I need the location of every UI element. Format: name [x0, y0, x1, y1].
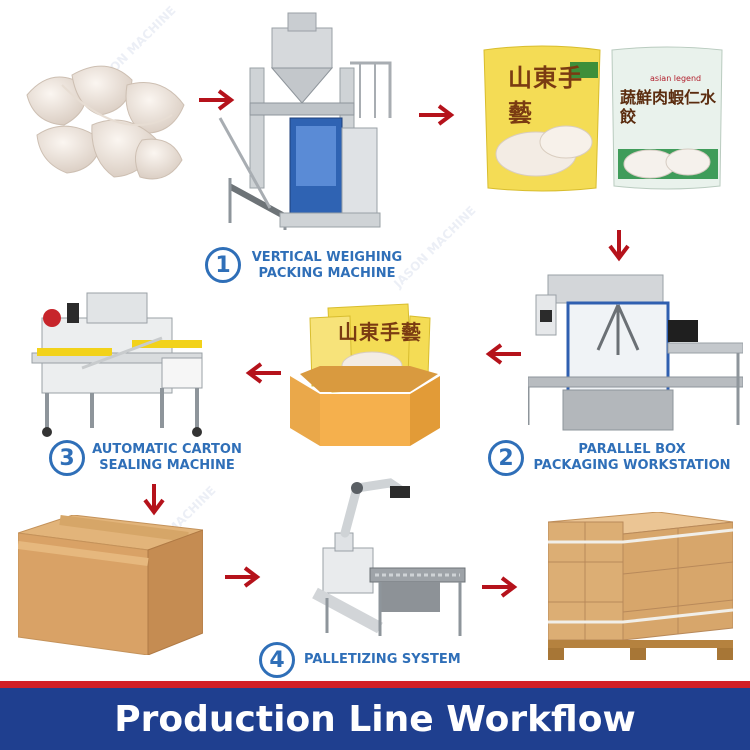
- step-label-line: SEALING MACHINE: [99, 458, 235, 473]
- step-2-badge: 2: [488, 440, 524, 476]
- packaged-dumpling-bag-yellow: 山東手藝: [478, 42, 606, 194]
- flow-arrow-left: [243, 361, 283, 385]
- step-number: 1: [215, 252, 231, 278]
- box-bag-product-name: 山東手藝: [338, 320, 422, 344]
- palletizing-robot-image: [295, 478, 470, 638]
- footer-banner: Production Line Workflow: [0, 688, 750, 750]
- flow-arrow-left: [483, 342, 523, 366]
- flow-arrow-down: [142, 482, 166, 518]
- step-label-line: PACKAGING WORKSTATION: [533, 458, 731, 473]
- step-number: 2: [498, 445, 514, 471]
- palletized-boxes-image: [547, 511, 734, 662]
- step-number: 4: [269, 647, 285, 673]
- step-4-label: PALLETIZING SYSTEM: [304, 652, 464, 668]
- step-2-label: PARALLEL BOX PACKAGING WORKSTATION: [527, 442, 737, 474]
- carton-with-packed-bags-image: 山東手藝: [290, 296, 440, 446]
- parallel-box-packaging-workstation-image: [526, 265, 744, 433]
- step-number: 3: [59, 445, 75, 471]
- step-3-badge: 3: [49, 440, 85, 476]
- vertical-weighing-packing-machine-image: [210, 8, 410, 233]
- flow-arrow-right: [480, 575, 520, 599]
- step-1-label: VERTICAL WEIGHING PACKING MACHINE: [248, 250, 406, 282]
- footer-accent-stripe: [0, 681, 750, 688]
- step-label-line: VERTICAL WEIGHING: [251, 250, 403, 265]
- bag-brand-label: asian legend: [650, 74, 702, 83]
- bag-product-name: 山東手藝: [508, 63, 583, 127]
- step-label-line: AUTOMATIC CARTON: [92, 442, 242, 457]
- sealed-carton-box-image: [17, 514, 204, 656]
- packaged-dumpling-bag-white: asian legend 蔬鮮肉蝦仁水餃: [608, 44, 726, 192]
- flow-arrow-right: [417, 103, 457, 127]
- step-label-line: PARALLEL BOX: [578, 442, 686, 457]
- automatic-carton-sealing-machine-image: [12, 278, 212, 443]
- bag-product-name: 蔬鮮肉蝦仁水餃: [620, 88, 717, 126]
- dumplings-image: [22, 55, 190, 190]
- step-4-badge: 4: [259, 642, 295, 678]
- flow-arrow-right: [197, 88, 237, 112]
- step-label-line: PALLETIZING SYSTEM: [304, 652, 461, 667]
- step-3-label: AUTOMATIC CARTON SEALING MACHINE: [88, 442, 246, 474]
- step-label-line: PACKING MACHINE: [258, 266, 396, 281]
- page-title: Production Line Workflow: [114, 698, 636, 740]
- flow-arrow-down: [607, 228, 631, 264]
- step-1-badge: 1: [205, 247, 241, 283]
- flow-arrow-right: [223, 565, 263, 589]
